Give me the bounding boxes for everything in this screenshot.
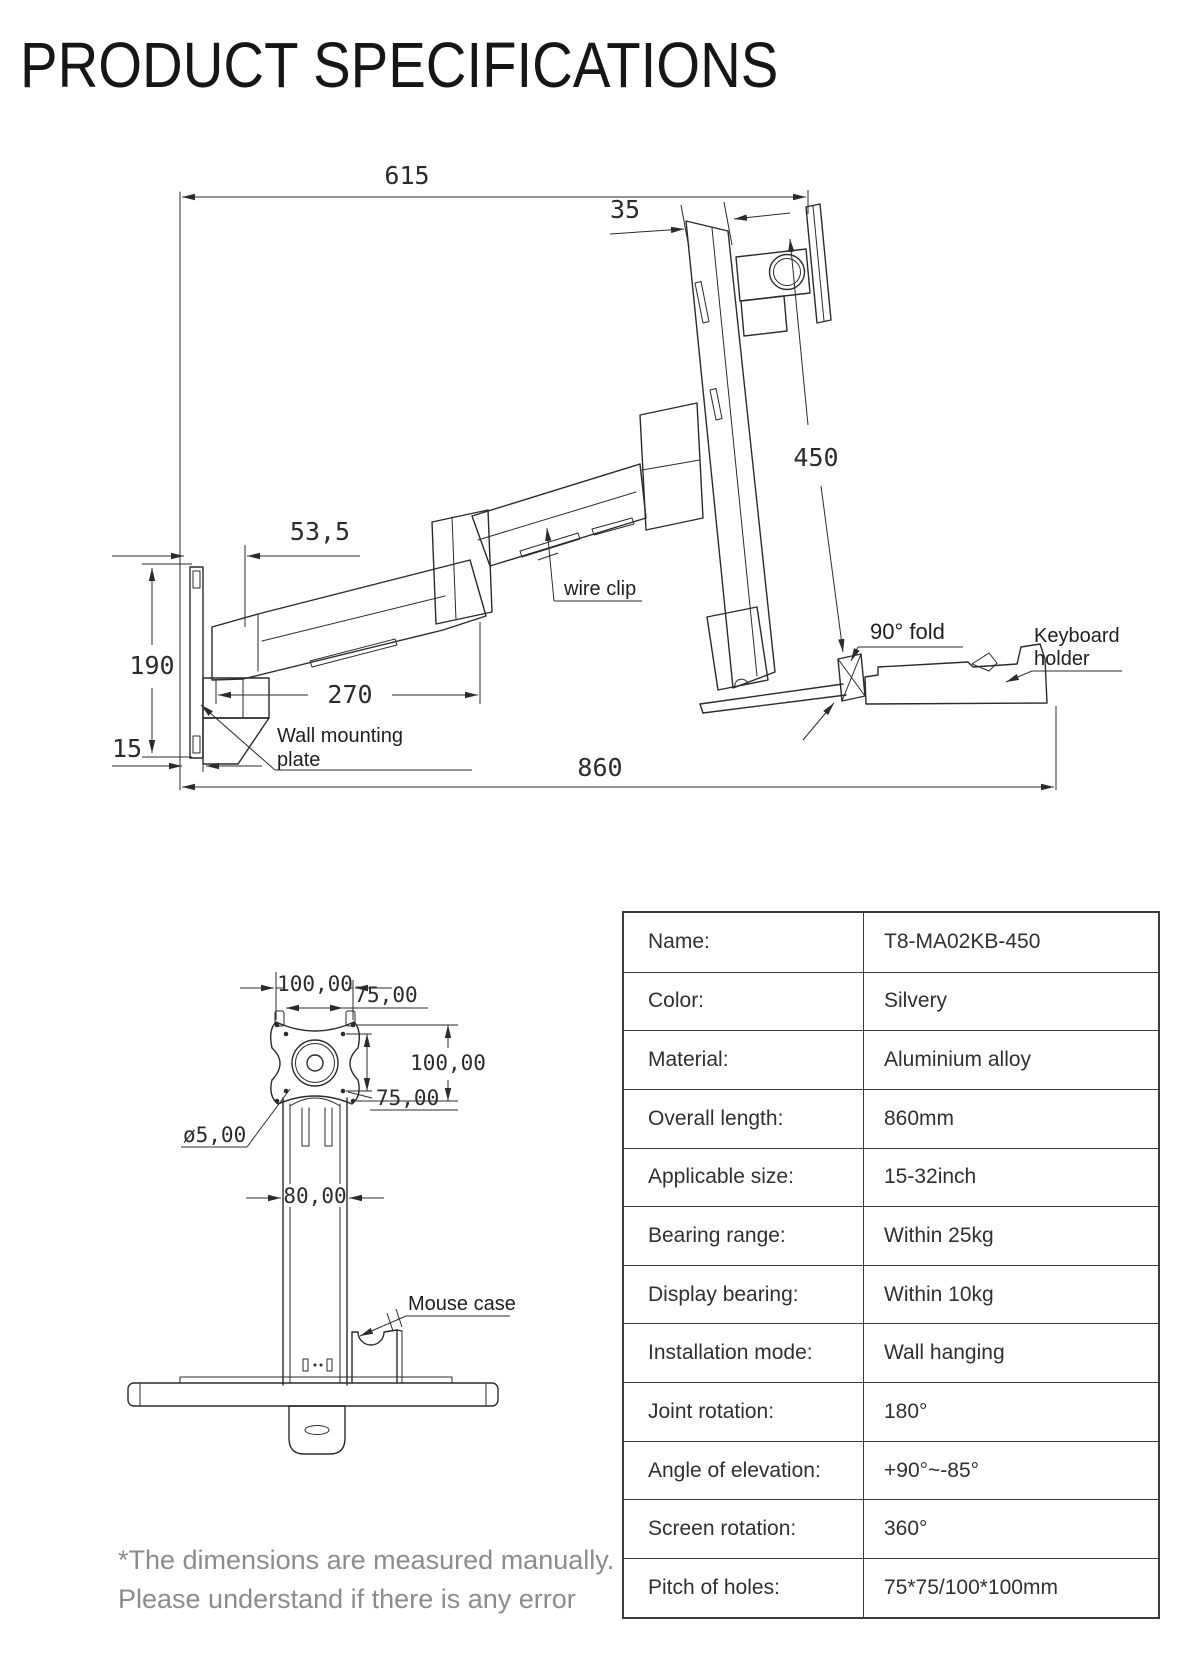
spec-value-applicable-size: 15-32inch [864,1147,1158,1207]
fold-label: 90° fold [870,619,945,644]
front-view-drawing [127,1010,499,1455]
keyboard-holder-label-2: holder [1034,648,1090,670]
column-slot-detail [302,1358,333,1372]
spec-label-bearing-range: Bearing range: [624,1206,864,1265]
dim-vesa-h75: 75,00 [376,1086,439,1110]
center-boss [291,1039,339,1087]
wire-clip-strip-upper2 [591,517,635,536]
monitor-bottom-bracket [706,606,769,691]
wire-clip-strip-lower [309,638,398,668]
keyboard-tray-side [864,643,1048,705]
spec-label-color: Color: [624,971,864,1031]
wire-clip-label: wire clip [563,578,636,600]
spec-label-installation-mode: Installation mode: [624,1323,864,1383]
spec-label-applicable-size: Applicable size: [624,1147,864,1207]
wall-joint-block [202,677,270,719]
dim-860: 860 [577,753,622,782]
dim-column-width: 80,00 [283,1184,346,1208]
wire-clip-strip-upper1 [519,532,581,558]
spec-value-display-bearing: Within 10kg [864,1264,1158,1324]
monitor-panel [685,220,776,689]
spec-value-bearing-range: Within 25kg [864,1206,1158,1265]
spec-value-joint-rotation: 180° [864,1382,1158,1441]
vesa-head-plate [805,203,832,324]
pivot-circle [768,253,806,291]
tray-knob [288,1405,346,1455]
dim-190: 190 [129,651,174,680]
spec-table: Name: T8-MA02KB-450 Color: Silvery Mater… [622,911,1160,1619]
wall-bracket-wedge [202,717,270,765]
spec-value-overall-length: 860mm [864,1088,1158,1148]
dim-vesa-w75: 75,00 [354,983,417,1007]
disclaimer-line-1: *The dimensions are measured manually. [118,1545,615,1575]
spec-label-name: Name: [624,913,864,972]
disclaimer-note: *The dimensions are measured manually. P… [118,1541,614,1619]
page-title: PRODUCT SPECIFICATIONS [20,29,779,101]
wall-plate-side [189,566,204,759]
elbow-joint [431,509,493,625]
side-view-drawing [179,191,1048,791]
spec-value-pitch-of-holes: 75*75/100*100mm [864,1558,1158,1617]
wall-plate-label-2: plate [277,749,320,771]
monitor-bracket [639,402,704,531]
dim-270: 270 [327,680,372,709]
spec-label-overall-length: Overall length: [624,1088,864,1148]
spec-value-material: Aluminium alloy [864,1030,1158,1089]
dim-vesa-h100: 100,00 [410,1051,486,1075]
tray-clip [971,652,998,672]
spec-value-color: Silvery [864,971,1158,1031]
dim-35: 35 [610,195,640,224]
dim-15: 15 [112,734,142,763]
side-view-dimensions [112,190,1122,791]
spec-label-pitch-of-holes: Pitch of holes: [624,1558,864,1617]
spec-label-angle-of-elevation: Angle of elevation: [624,1440,864,1500]
dim-53-5: 53,5 [290,517,350,546]
spec-value-angle-of-elevation: +90°~-85° [864,1440,1158,1500]
spec-label-joint-rotation: Joint rotation: [624,1382,864,1441]
vesa-plate-front [269,1021,361,1105]
spec-value-installation-mode: Wall hanging [864,1323,1158,1382]
lower-arm [211,559,487,681]
disclaimer-line-2: Please understand if there is any error [118,1584,576,1614]
spec-label-screen-rotation: Screen rotation: [624,1499,864,1559]
spec-label-display-bearing: Display bearing: [624,1264,864,1324]
mouse-case-label: Mouse case [408,1293,516,1315]
dim-450: 450 [793,443,838,472]
keyboard-tray-front [127,1382,499,1407]
technical-drawing: 615 35 450 53,5 190 270 15 860 wire clip… [112,161,1122,1455]
front-view-dimensions [181,972,510,1337]
dim-615: 615 [384,161,429,190]
spec-value-screen-rotation: 360° [864,1499,1158,1558]
dim-vesa-w100: 100,00 [277,972,353,996]
spec-value-name: T8-MA02KB-450 [884,930,1041,954]
spec-label-material: Material: [624,1030,864,1089]
dim-hole-diameter: ø5,00 [183,1123,246,1147]
mouse-case-bracket [351,1329,403,1384]
keyboard-holder-label-1: Keyboard [1034,625,1120,647]
wall-plate-label-1: Wall mounting [277,725,403,747]
vesa-holes [274,1022,356,1104]
